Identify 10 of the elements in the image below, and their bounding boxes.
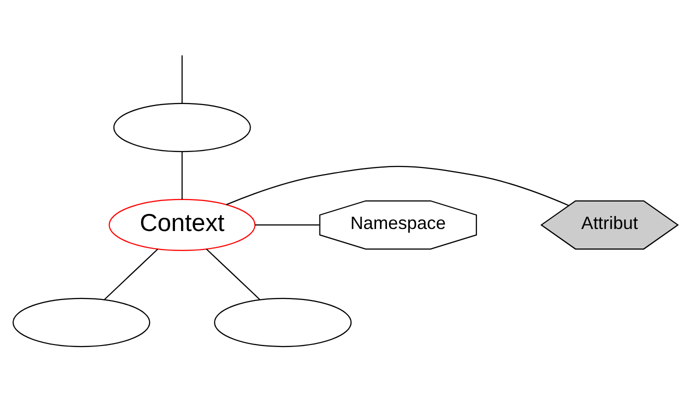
node-ellipse [214,297,352,347]
connector [206,248,260,300]
connector [255,224,320,226]
connector [226,165,569,206]
connector [182,54,183,103]
connector [182,151,183,199]
node-ellipse [12,297,150,347]
connector [104,248,158,300]
node-ellipse: Context [108,198,256,250]
node-ellipse [113,102,251,152]
